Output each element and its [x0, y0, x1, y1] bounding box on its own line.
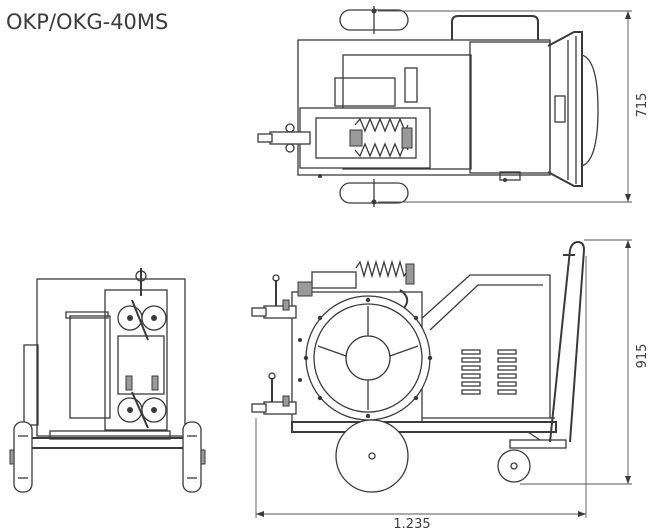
front-view: [9, 268, 206, 493]
side-view: [251, 240, 586, 493]
housing-bolts: [298, 297, 433, 419]
vent-slots: [461, 349, 517, 395]
dimension-label-915: 915: [635, 344, 648, 369]
dimension-715: 715: [378, 10, 648, 203]
dimension-label-715: 715: [635, 93, 648, 118]
dimension-label-1235: 1.235: [393, 517, 430, 531]
dimension-915: 915: [520, 239, 648, 485]
dimension-1235: 1.235: [255, 256, 587, 531]
top-view: [257, 6, 599, 207]
model-title: OKP/OKG-40MS: [6, 10, 168, 34]
